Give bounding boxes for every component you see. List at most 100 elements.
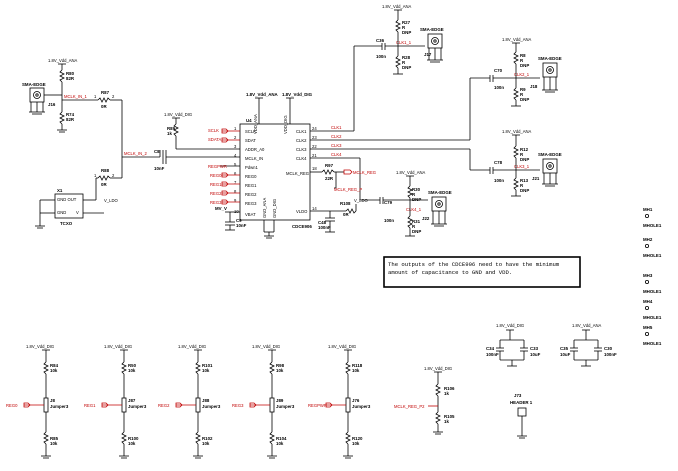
pin-number: 22 [312,144,317,149]
pin-number: 4 [234,153,237,158]
decoupling-ana: 1.8V_Vdd_ANA C35 10uF C30 100nF [560,323,617,367]
ref-label: R80 [66,71,75,76]
value-label: 10k [128,368,136,373]
value-label: 100n [384,218,394,223]
ref-label: R104 [276,436,287,441]
ref-label: R31 [412,219,421,224]
c8-cap: C8 10nF [154,149,240,171]
net-label: REG1 [84,403,96,408]
design-note: The outputs of the CDCE906 need to have … [383,256,581,288]
net-label: V_LDO [354,198,368,203]
sma-label: SMA-EDGE [22,82,46,87]
power-label: 1.8V_Vdd_ANA [396,170,426,175]
pin-label: CLK3 [296,147,307,152]
pin-label: VDD_ANA [253,114,258,134]
part-label: HEADER 1 [510,400,533,405]
svg-text:1: 1 [94,173,97,178]
ref-label: J73 [514,393,522,398]
net-label: REG3 [232,403,244,408]
svg-text:MH2: MH2 [643,237,653,242]
ref-label: J89 [276,398,284,403]
power-label: 1.8V_Vdd_DIG [104,344,132,349]
ic-left-nets: SCLK SDATA REGPWR REG0 REG1 REG2 REG3 MV… [175,128,247,231]
mounting-hole-4: MH4 MHOLE1 [643,299,662,320]
ref-label: R74 [66,112,75,117]
value-label: R [412,192,416,197]
ref-label: J76 [352,398,360,403]
jumper-row: 1.8V_Vdd_DIGR8410kJ8Jumper3R8510kREG01.8… [6,344,371,459]
part-label: Jumper3 [202,404,221,409]
net-label: SCLK [208,128,219,133]
pin-number: 5 [234,162,237,167]
net-label: REG0 [210,173,222,178]
pin-number: 23 [312,135,317,140]
ref-label: R120 [352,436,363,441]
net-label: MCLK_REG_P2 [394,404,425,409]
net-label: REG2 [210,191,222,196]
ref-label: R87 [101,90,110,95]
value-label: 100n [376,54,386,59]
pin-label: ADDR_A0 [245,147,265,152]
net-label: CLK1 [331,125,342,130]
net-label: CLK2_1 [514,72,530,77]
jumper-regpwr: 1.8V_Vdd_DIGR11810kJ76Jumper3R12010kREGP… [308,344,371,459]
power-label: 1.8V_Vdd_DIG [424,366,452,371]
value-label: 82R [66,117,75,122]
value-label: R [520,152,524,157]
sma-label: SMA-EDGE [538,152,562,157]
value-label: 1k [167,131,172,136]
value-label: 10k [202,441,210,446]
pin-label: REG2 [245,192,257,197]
pin-number: 10 [234,209,239,214]
ref-label: J88 [202,398,210,403]
tcxo-x1: X1 GND OUT GND V TCXO V_LDO [35,178,118,229]
value-label: DNP [520,97,529,102]
ref-label: R13 [520,178,529,183]
ref-label: C8 [154,149,160,154]
pin-label: SCLK [245,129,256,134]
net-label: CLK2 [331,134,342,139]
pin-number: 2 [234,135,237,140]
ref-label: R85 [50,436,59,441]
pin-label: VDD_DIG [283,115,288,134]
value-label: 10nF [236,223,247,228]
value-label: DNP [412,197,421,202]
net-label: REGPWR [208,164,227,169]
value-label: 0R [101,104,107,109]
r88-mclk-in-2: R88 0R MCLK_IN_2 1 2 [94,151,160,187]
r80-r74-divider: 1.8V_Vdd_ANA R80 82R R74 82R [48,58,78,133]
net-label: CLK3_1 [514,164,530,169]
pin-number: 6 [234,171,237,176]
ref-label: X1 [57,188,63,193]
value-label: 10k [202,368,210,373]
svg-text:MH3: MH3 [643,273,653,278]
sma-label: SMA-EDGE [428,190,452,195]
pin-number: 1 [234,126,237,131]
value-label: 0R [101,182,107,187]
power-label: 1.8V_Vdd_DIG [26,344,54,349]
pin-label: CLK4 [296,156,307,161]
value-label: 10k [50,441,58,446]
svg-text:MH1: MH1 [643,207,653,212]
value-label: 10k [50,368,58,373]
value-label: DNP [412,229,421,234]
ref-label: C33 [530,346,539,351]
mounting-hole-1: MH1 MHOLE1 [643,207,662,228]
svg-text:MHOLE1: MHOLE1 [643,253,662,258]
r89-pullup: 1.8V_Vdd_DIG R89 1k [164,112,192,142]
note-line: amount of capacitance to GND and VDD. [388,269,512,276]
value-label: 10k [276,441,284,446]
ref-label: R106 [444,386,455,391]
ref-label: R88 [101,168,110,173]
ref-label: R108 [340,201,351,206]
value-label: DNP [520,63,529,68]
net-label: CLK4_1 [406,207,422,212]
value-label: 100n [494,85,504,90]
value-label: 10uF [560,352,571,357]
value-label: R [402,60,406,65]
net-label: REG2 [158,403,170,408]
ref-label: C9 [236,218,242,223]
ref-label: C34 [486,346,495,351]
